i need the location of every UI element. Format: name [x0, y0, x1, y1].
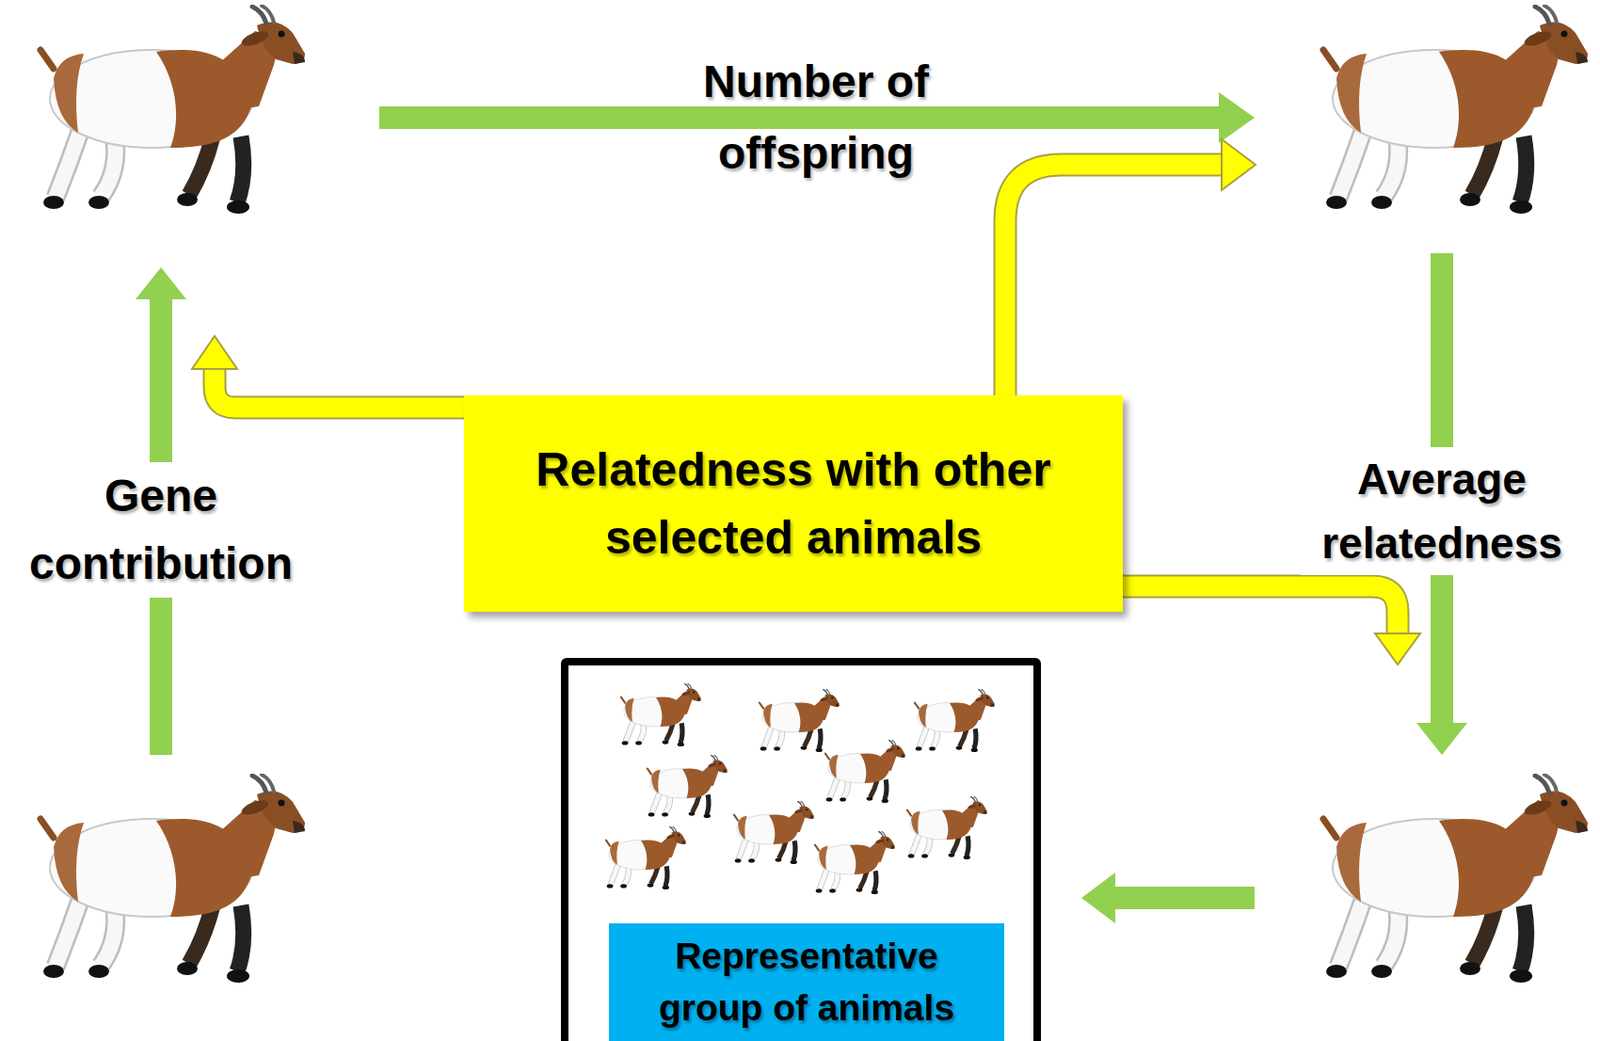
small-goat-group: [606, 683, 995, 895]
goat-picture: [1323, 774, 1588, 983]
relatedness-box: Relatedness with other selected animals: [464, 395, 1123, 612]
label-band: Representative group of animals: [608, 923, 1005, 1041]
node-text: Representative group of animals: [637, 930, 976, 1034]
goat-picture: [621, 683, 702, 747]
goat-picture: [40, 5, 305, 214]
yellow-arrow-body: [1120, 586, 1398, 636]
goat-picture: [40, 774, 305, 983]
yellow-arrow: [192, 336, 467, 408]
goat-picture: [1323, 5, 1588, 214]
yellow-arrow-head: [192, 336, 238, 369]
group-frame: Representative group of animals: [560, 657, 1041, 1041]
yellow-arrow: [1120, 586, 1421, 665]
node-text: Relatedness with other selected animals: [501, 435, 1086, 573]
arrow-label: Average relatedness: [1300, 447, 1584, 576]
goat-picture: [606, 826, 687, 890]
yellow-arrow-head: [1221, 139, 1256, 191]
yellow-arrow: [1005, 139, 1256, 400]
goat-picture: [815, 831, 896, 895]
green-arrow: [1081, 872, 1255, 924]
yellow-arrow-body: [1005, 164, 1224, 400]
yellow-arrow-head: [1375, 633, 1421, 665]
yellow-arrow-outline: [1120, 586, 1398, 635]
arrow-label: Number of offspring: [674, 46, 958, 190]
yellow-arrow-outline: [1005, 164, 1223, 400]
goat-picture: [907, 796, 988, 860]
goat-picture: [914, 688, 995, 752]
yellow-arrow-body: [214, 367, 467, 408]
goat-picture: [647, 754, 728, 818]
yellow-arrow-outline: [214, 368, 467, 408]
goat-picture: [825, 739, 906, 803]
goat-picture: [759, 688, 840, 752]
arrow-label: Gene contribution: [19, 462, 303, 598]
goat-picture: [734, 800, 815, 864]
